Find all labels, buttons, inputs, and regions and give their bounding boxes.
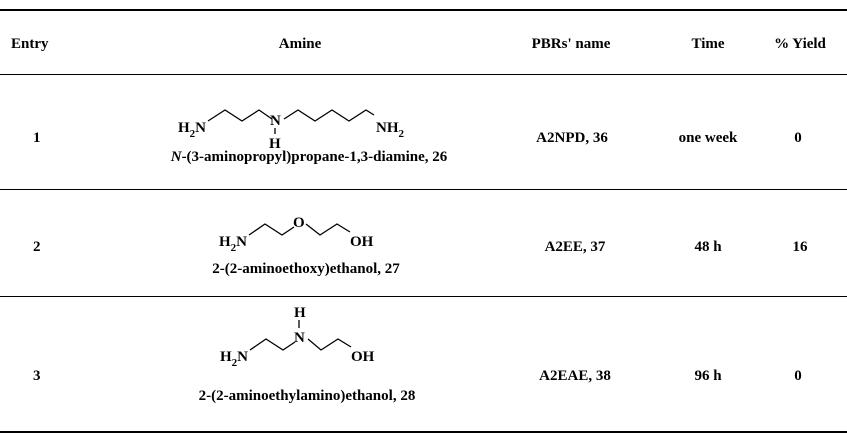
header-time: Time (691, 36, 725, 52)
svg-text:H2N: H2N (220, 349, 248, 369)
svg-text:H2N: H2N (219, 234, 247, 254)
row-1-pbr: A2NPD, 36 (536, 130, 608, 146)
row-2-left-h: H (219, 234, 231, 250)
row-1-right-sub: 2 (399, 128, 405, 140)
row-1-time: one week (678, 130, 738, 146)
row-2-right-oh: OH (350, 234, 374, 250)
row-2-time: 48 h (694, 239, 722, 255)
row-2-bottom-rule (0, 296, 847, 297)
row-2-middle-o: O (293, 215, 305, 231)
row-1-left-sub: 2 (190, 128, 196, 140)
row-1-middle-n: N (270, 113, 281, 129)
row-3-entry: 3 (33, 368, 41, 384)
header-pbr-name: PBRs' name (531, 36, 611, 52)
svg-text:H2N: H2N (178, 120, 206, 140)
row-2-structure: H2N O OH (219, 215, 374, 254)
table-bottom-rule (0, 431, 847, 433)
row-1-yield: 0 (794, 130, 802, 146)
row-3-middle-h: H (294, 305, 306, 321)
header-entry: Entry (11, 36, 49, 52)
row-3-middle-n: N (294, 330, 305, 346)
row-2-left-chain (248, 223, 295, 236)
row-1-right-nh: NH (376, 120, 399, 136)
row-2-pbr: A2EE, 37 (544, 239, 606, 255)
row-1-middle-h: H (269, 136, 281, 152)
header-amine: Amine (278, 36, 322, 52)
row-3-right-chain (307, 338, 352, 351)
row-3-pbr: A2EAE, 38 (539, 368, 611, 384)
row-3-yield: 0 (794, 368, 802, 384)
header-yield: % Yield (774, 36, 826, 52)
row-3-caption-text: 2-(2-aminoethylamino)ethanol, 28 (198, 388, 416, 404)
row-1-left-h: H (178, 120, 190, 136)
row-3-left-h: H (220, 349, 232, 365)
row-1-caption-prefix: N (170, 149, 182, 165)
row-1-caption-text: -(3-aminopropyl)propane-1,3-diamine, 26 (181, 149, 448, 165)
row-1-right-chain (283, 109, 375, 122)
row-1-bottom-rule (0, 189, 847, 190)
row-1-entry: 1 (33, 130, 41, 146)
row-3-left-n: N (237, 349, 248, 365)
row-2-caption: 2-(2-aminoethoxy)ethanol, 27 (212, 261, 400, 278)
row-1-left-n: N (195, 120, 206, 136)
row-2-right-chain (305, 223, 351, 236)
row-1-structure: H2N N H NH2 (178, 109, 405, 152)
row-3-left-sub: 2 (232, 357, 238, 369)
row-2-left-sub: 2 (231, 242, 237, 254)
row-1-left-chain (207, 109, 273, 122)
row-3-structure: H2N H N OH (220, 305, 375, 369)
table-top-rule (0, 9, 847, 11)
header-bottom-rule (0, 74, 847, 75)
row-3-right-oh: OH (351, 349, 375, 365)
svg-text:NH2: NH2 (376, 120, 405, 140)
row-3-time: 96 h (694, 368, 722, 384)
row-2-left-n: N (236, 234, 247, 250)
row-2-entry: 2 (33, 239, 41, 255)
row-2-yield: 16 (792, 239, 808, 255)
row-1-caption: N-(3-aminopropyl)propane-1,3-diamine, 26 (171, 149, 448, 166)
row-3-left-chain (249, 338, 296, 351)
row-3-caption: 2-(2-aminoethylamino)ethanol, 28 (199, 388, 416, 405)
row-2-caption-text: 2-(2-aminoethoxy)ethanol, 27 (212, 261, 400, 277)
